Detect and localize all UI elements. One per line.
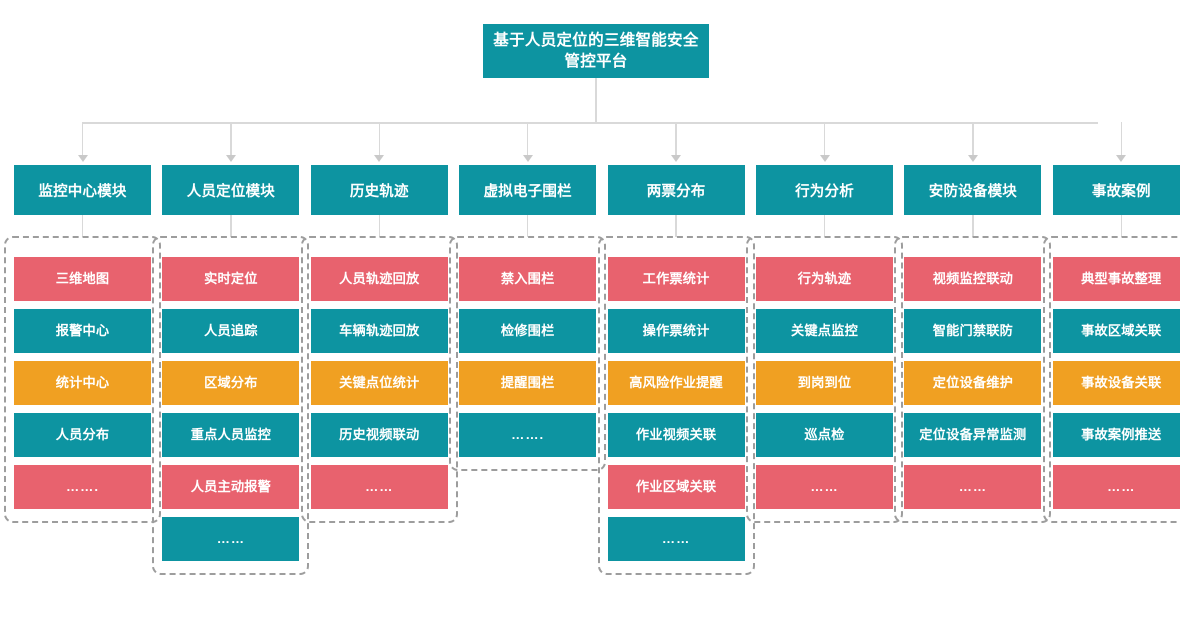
module-item[interactable]: 行为轨迹: [756, 257, 893, 301]
connector-arrow-7: [967, 155, 978, 162]
module-header-4[interactable]: 虚拟电子围栏: [459, 165, 597, 215]
connector-arrow-6: [819, 155, 830, 162]
connector-stub-6: [823, 215, 826, 237]
module-item[interactable]: 事故区域关联: [1052, 309, 1180, 353]
module-item[interactable]: 智能门禁联防: [904, 309, 1042, 353]
module-item[interactable]: 定位设备异常监测: [904, 413, 1042, 457]
module-item[interactable]: 事故设备关联: [1052, 361, 1180, 405]
module-group-3: [300, 236, 458, 523]
module-item[interactable]: 到岗到位: [756, 361, 893, 405]
module-items-column-6: 行为轨迹关键点监控到岗到位巡点检 ……: [756, 257, 893, 509]
connector-drop-1: [81, 122, 84, 157]
module-item[interactable]: 作业区域关联: [607, 465, 745, 509]
module-items-column-5: 工作票统计操作票统计高风险作业提醒作业视频关联作业区域关联 ……: [607, 257, 745, 561]
connector-drop-8: [1120, 122, 1123, 157]
module-item[interactable]: 人员轨迹回放: [310, 257, 448, 301]
module-item[interactable]: 关键点位统计: [310, 361, 448, 405]
connector-stub-2: [230, 215, 232, 237]
module-item[interactable]: 定位设备维护: [904, 361, 1042, 405]
module-group-8: [1042, 236, 1180, 523]
module-item[interactable]: 视频监控联动: [904, 257, 1042, 301]
module-group-4: [449, 236, 607, 471]
platform-title-node: 基于人员定位的三维智能安全管控平台: [483, 24, 709, 78]
module-items-column-3: 人员轨迹回放车辆轨迹回放关键点位统计历史视频联动 ……: [310, 257, 448, 509]
module-item[interactable]: 重点人员监控: [162, 413, 300, 457]
module-item[interactable]: 禁入围栏: [459, 257, 597, 301]
connector-stub-5: [675, 215, 677, 237]
module-item[interactable]: 统计中心: [14, 361, 151, 405]
connector-stub-7: [972, 215, 974, 237]
module-item[interactable]: 人员主动报警: [162, 465, 300, 509]
module-item[interactable]: 报警中心: [14, 309, 151, 353]
connector-drop-7: [972, 122, 974, 157]
connector-drop-2: [230, 122, 232, 157]
module-item[interactable]: 区域分布: [162, 361, 300, 405]
connector-stub-8: [1120, 215, 1123, 237]
connector-drop-6: [823, 122, 826, 157]
module-item-more[interactable]: …….: [459, 413, 597, 457]
module-item[interactable]: 人员分布: [14, 413, 151, 457]
module-header-7[interactable]: 安防设备模块: [904, 165, 1042, 215]
module-header-8[interactable]: 事故案例: [1052, 165, 1180, 215]
connector-drop-4: [526, 122, 529, 157]
module-header-2[interactable]: 人员定位模块: [162, 165, 300, 215]
module-item-more[interactable]: ……: [1052, 465, 1180, 509]
module-item[interactable]: 巡点检: [756, 413, 893, 457]
module-item[interactable]: 典型事故整理: [1052, 257, 1180, 301]
connector-arrow-4: [522, 155, 533, 162]
module-item-more[interactable]: …….: [14, 465, 151, 509]
connector-stub-3: [378, 215, 381, 237]
module-item[interactable]: 关键点监控: [756, 309, 893, 353]
connector-arrow-2: [225, 155, 236, 162]
module-item[interactable]: 工作票统计: [607, 257, 745, 301]
module-item[interactable]: 高风险作业提醒: [607, 361, 745, 405]
module-items-column-1: 三维地图报警中心统计中心人员分布 …….: [14, 257, 151, 509]
module-item[interactable]: 三维地图: [14, 257, 151, 301]
connector-horizontal-bus: [82, 122, 1098, 124]
module-items-column-8: 典型事故整理事故区域关联事故设备关联事故案例推送 ……: [1052, 257, 1180, 509]
module-items-column-2: 实时定位人员追踪区域分布重点人员监控人员主动报警 ……: [162, 257, 300, 561]
module-item[interactable]: 操作票统计: [607, 309, 745, 353]
module-group-2: [152, 236, 310, 575]
module-item[interactable]: 实时定位: [162, 257, 300, 301]
module-item[interactable]: 检修围栏: [459, 309, 597, 353]
module-item[interactable]: 车辆轨迹回放: [310, 309, 448, 353]
module-item[interactable]: 人员追踪: [162, 309, 300, 353]
module-header-5[interactable]: 两票分布: [607, 165, 745, 215]
connector-root-stem: [595, 78, 597, 123]
module-item[interactable]: 作业视频关联: [607, 413, 745, 457]
connector-stub-1: [81, 215, 84, 237]
module-group-6: [746, 236, 903, 523]
connector-stub-4: [526, 215, 529, 237]
connector-arrow-8: [1116, 155, 1127, 162]
module-header-3[interactable]: 历史轨迹: [310, 165, 448, 215]
connector-arrow-1: [77, 155, 88, 162]
connector-drop-5: [675, 122, 677, 157]
connector-arrow-3: [374, 155, 385, 162]
module-item-more[interactable]: ……: [607, 517, 745, 561]
module-item[interactable]: 历史视频联动: [310, 413, 448, 457]
module-item-more[interactable]: ……: [162, 517, 300, 561]
module-items-column-4: 禁入围栏检修围栏提醒围栏 …….: [459, 257, 597, 457]
module-group-5: [597, 236, 755, 575]
module-items-column-7: 视频监控联动智能门禁联防定位设备维护定位设备异常监测 ……: [904, 257, 1042, 509]
module-item[interactable]: 事故案例推送: [1052, 413, 1180, 457]
module-item-more[interactable]: ……: [310, 465, 448, 509]
module-group-1: [4, 236, 161, 523]
connector-drop-3: [378, 122, 381, 157]
module-item[interactable]: 提醒围栏: [459, 361, 597, 405]
module-header-6[interactable]: 行为分析: [756, 165, 893, 215]
module-group-7: [894, 236, 1052, 523]
module-item-more[interactable]: ……: [756, 465, 893, 509]
connector-arrow-5: [671, 155, 682, 162]
module-item-more[interactable]: ……: [904, 465, 1042, 509]
module-header-1[interactable]: 监控中心模块: [14, 165, 151, 215]
